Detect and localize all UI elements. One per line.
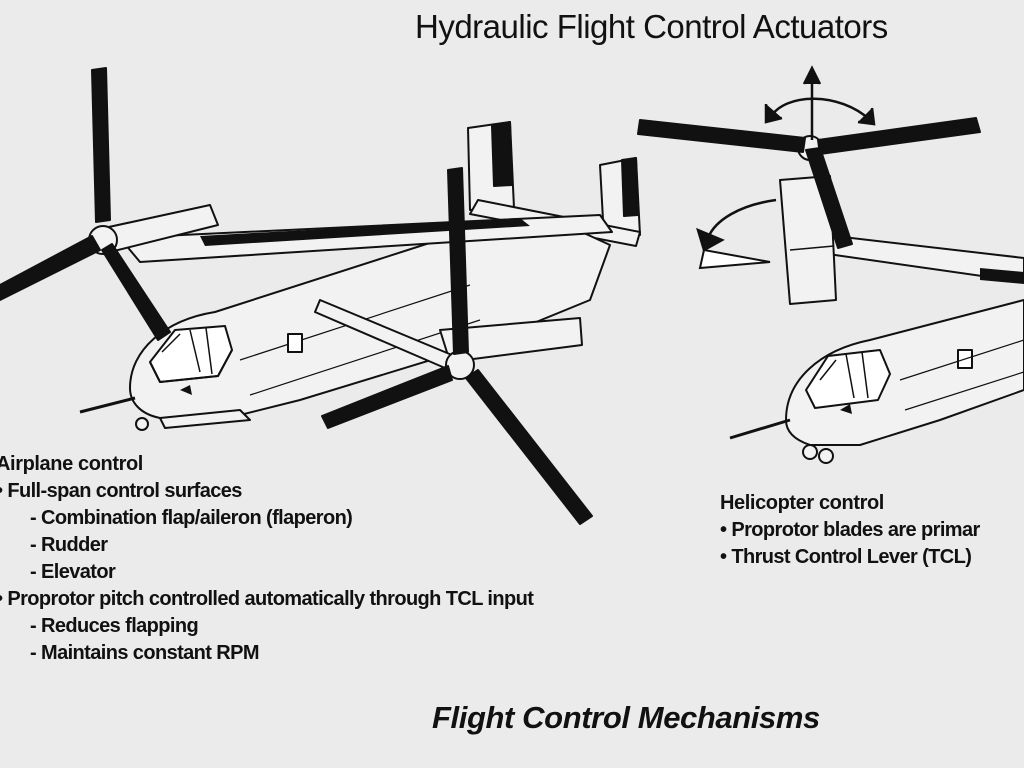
helicopter-control-section: Helicopter control • Proprotor blades ar… (720, 490, 980, 571)
airplane-control-subitem: - Combination flap/aileron (flaperon) (30, 507, 353, 529)
figure-caption: Flight Control Mechanisms (432, 700, 820, 735)
airplane-control-section: Airplane control • Full-span control sur… (0, 451, 534, 667)
airplane-control-item: • Full-span control surfaces (0, 480, 242, 502)
airplane-control-subitem: - Reduces flapping (30, 615, 199, 637)
rotor-tilt-arrows-icon (696, 65, 876, 270)
airplane-control-subitem: - Maintains constant RPM (30, 642, 260, 664)
airplane-control-heading: Airplane control (0, 453, 143, 475)
helicopter-control-item: • Proprotor blades are primar (720, 519, 980, 541)
helicopter-control-item: • Thrust Control Lever (TCL) (720, 546, 972, 568)
tiltrotor-airplane-mode-illustration (0, 67, 641, 525)
tiltrotor-helicopter-mode-illustration (637, 117, 1024, 464)
airplane-control-subitem: - Rudder (30, 534, 108, 556)
page-title: Hydraulic Flight Control Actuators (415, 8, 888, 45)
airplane-control-item: • Proprotor pitch controlled automatical… (0, 588, 534, 610)
airplane-control-subitem: - Elevator (30, 561, 116, 583)
helicopter-control-heading: Helicopter control (720, 492, 884, 514)
